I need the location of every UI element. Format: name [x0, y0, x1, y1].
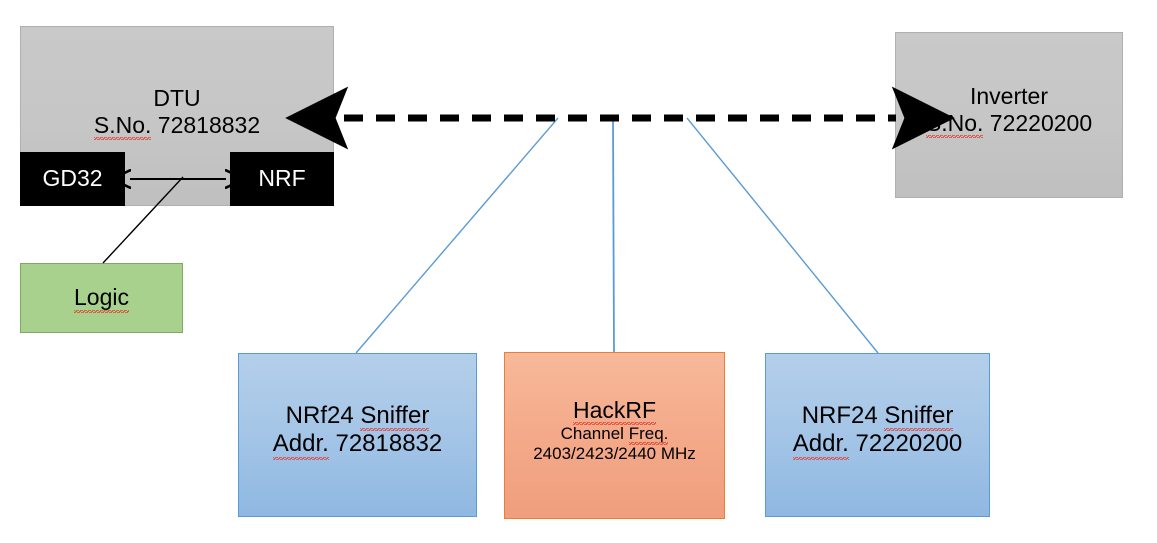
inverter-title: Inverter	[970, 83, 1048, 109]
node-sniffer-left[interactable]: NRf24 Sniffer Addr. 72818832	[238, 353, 477, 517]
gd32-label: GD32	[42, 165, 103, 192]
hackrf-frequencies: 2403/2423/2440 MHz	[533, 444, 696, 464]
node-gd32[interactable]: GD32	[20, 152, 125, 206]
connector-tap-right	[686, 117, 879, 354]
sniffer-left-addr-label: Addr.	[272, 430, 329, 460]
sniffer-left-title-b: Sniffer	[360, 402, 430, 432]
sniffer-right-title-a: NRF24	[801, 402, 885, 429]
dtu-serial: S.No. 72818832	[93, 112, 261, 141]
inverter-serial-label: S.No.	[925, 110, 984, 139]
sniffer-right-title-b: Sniffer	[884, 402, 954, 432]
dtu-serial-label: S.No.	[93, 112, 152, 141]
node-inverter[interactable]: Inverter S.No. 72220200	[895, 32, 1123, 198]
hackrf-title: HackRF	[572, 397, 657, 426]
node-sniffer-right[interactable]: NRF24 Sniffer Addr. 72220200	[765, 353, 990, 517]
dtu-serial-value: 72818832	[151, 112, 261, 139]
sniffer-right-title: NRF24 Sniffer	[801, 402, 954, 432]
sniffer-left-addr-value: 72818832	[328, 430, 443, 458]
inverter-serial: S.No. 72220200	[925, 110, 1093, 139]
node-hackrf[interactable]: HackRF Channel Freq. 2403/2423/2440 MHz	[504, 352, 725, 519]
inverter-serial-value: 72220200	[983, 110, 1093, 137]
dtu-title: DTU	[153, 85, 201, 111]
sniffer-right-addr: Addr. 72220200	[792, 430, 963, 460]
connector-tap-left	[355, 117, 559, 354]
node-logic[interactable]: Logic	[20, 263, 183, 333]
nrf-label: NRF	[258, 165, 306, 192]
hackrf-subtitle: Channel Freq.	[560, 424, 669, 446]
sniffer-left-title: NRf24 Sniffer	[285, 402, 430, 432]
node-nrf[interactable]: NRF	[230, 152, 334, 206]
sniffer-right-addr-label: Addr.	[792, 430, 849, 460]
sniffer-left-title-a: NRf24	[285, 402, 361, 429]
sniffer-right-addr-value: 72220200	[848, 430, 963, 458]
hackrf-subtitle-b: Freq.	[628, 424, 669, 446]
sniffer-left-addr: Addr. 72818832	[272, 430, 443, 460]
connector-tap-middle	[612, 117, 615, 353]
hackrf-subtitle-a: Channel	[560, 424, 629, 444]
logic-label: Logic	[74, 284, 129, 313]
